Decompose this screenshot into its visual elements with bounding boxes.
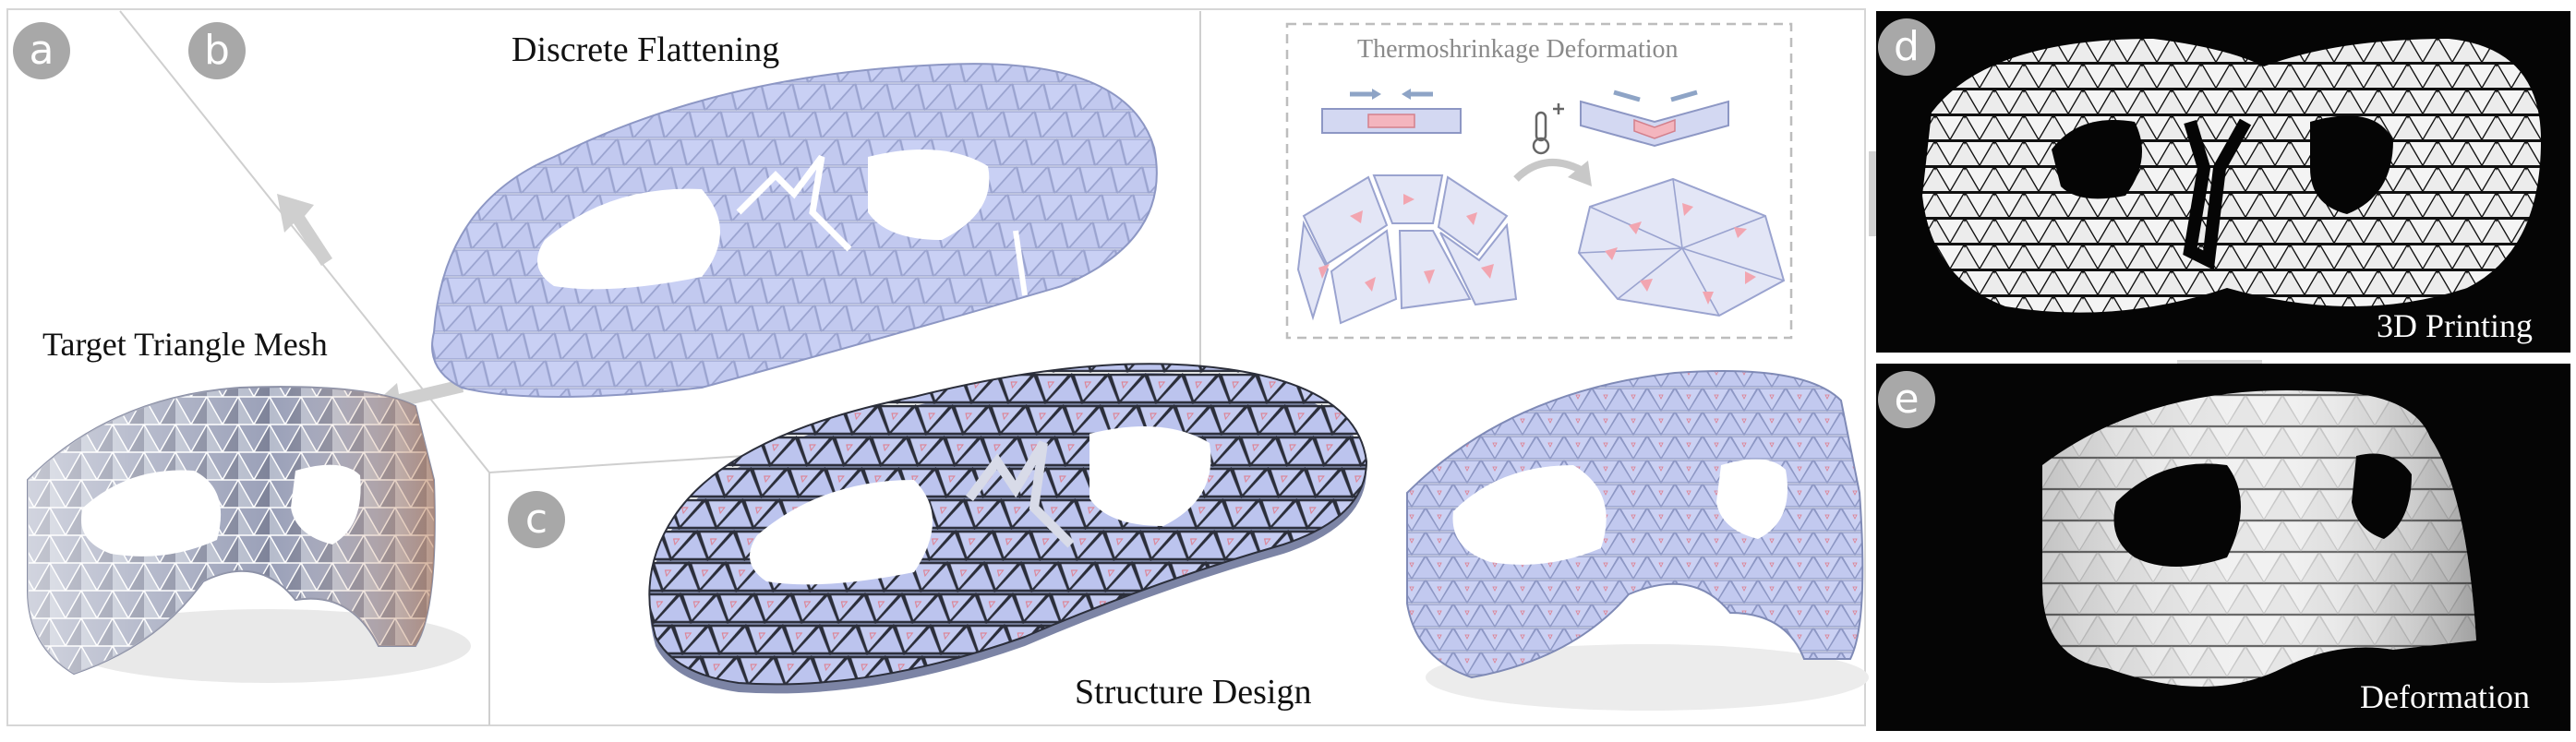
panel-c-caption: Structure Design [1075,673,1312,712]
flattened-mesh-illustration [431,63,1158,398]
deformed-mask [2042,390,2476,687]
inset-caption: Thermoshrinkage Deformation [1357,35,1679,64]
panel-a-badge: a [13,22,70,79]
panel-b-caption: Discrete Flattening [512,30,780,69]
bent-strip-diagram [1580,90,1729,148]
flat-strip-diagram [1321,89,1462,134]
exploded-hexagon-diagram [1296,174,1518,325]
thermoshrinkage-inset [1285,22,1793,340]
panel-d-caption: 3D Printing [2377,307,2534,344]
panel-b-badge: b [188,22,246,79]
shrunk-hexagon-diagram [1577,177,1786,317]
panel-e-badge: e [1878,371,1935,428]
panel-e-caption: Deformation [2360,678,2530,715]
arrow-a-to-b [277,194,332,266]
printed-flat-mask [1922,39,2541,313]
structure-design-curved-illustration [1406,370,1869,711]
panel-a-caption: Target Triangle Mesh [42,326,328,363]
panel-c-badge: c [508,491,565,548]
panel-d-badge: d [1878,18,1935,76]
structure-design-flat-illustration [648,363,1368,694]
target-mesh-illustration [27,386,471,683]
thermometer-icon [1532,103,1564,155]
